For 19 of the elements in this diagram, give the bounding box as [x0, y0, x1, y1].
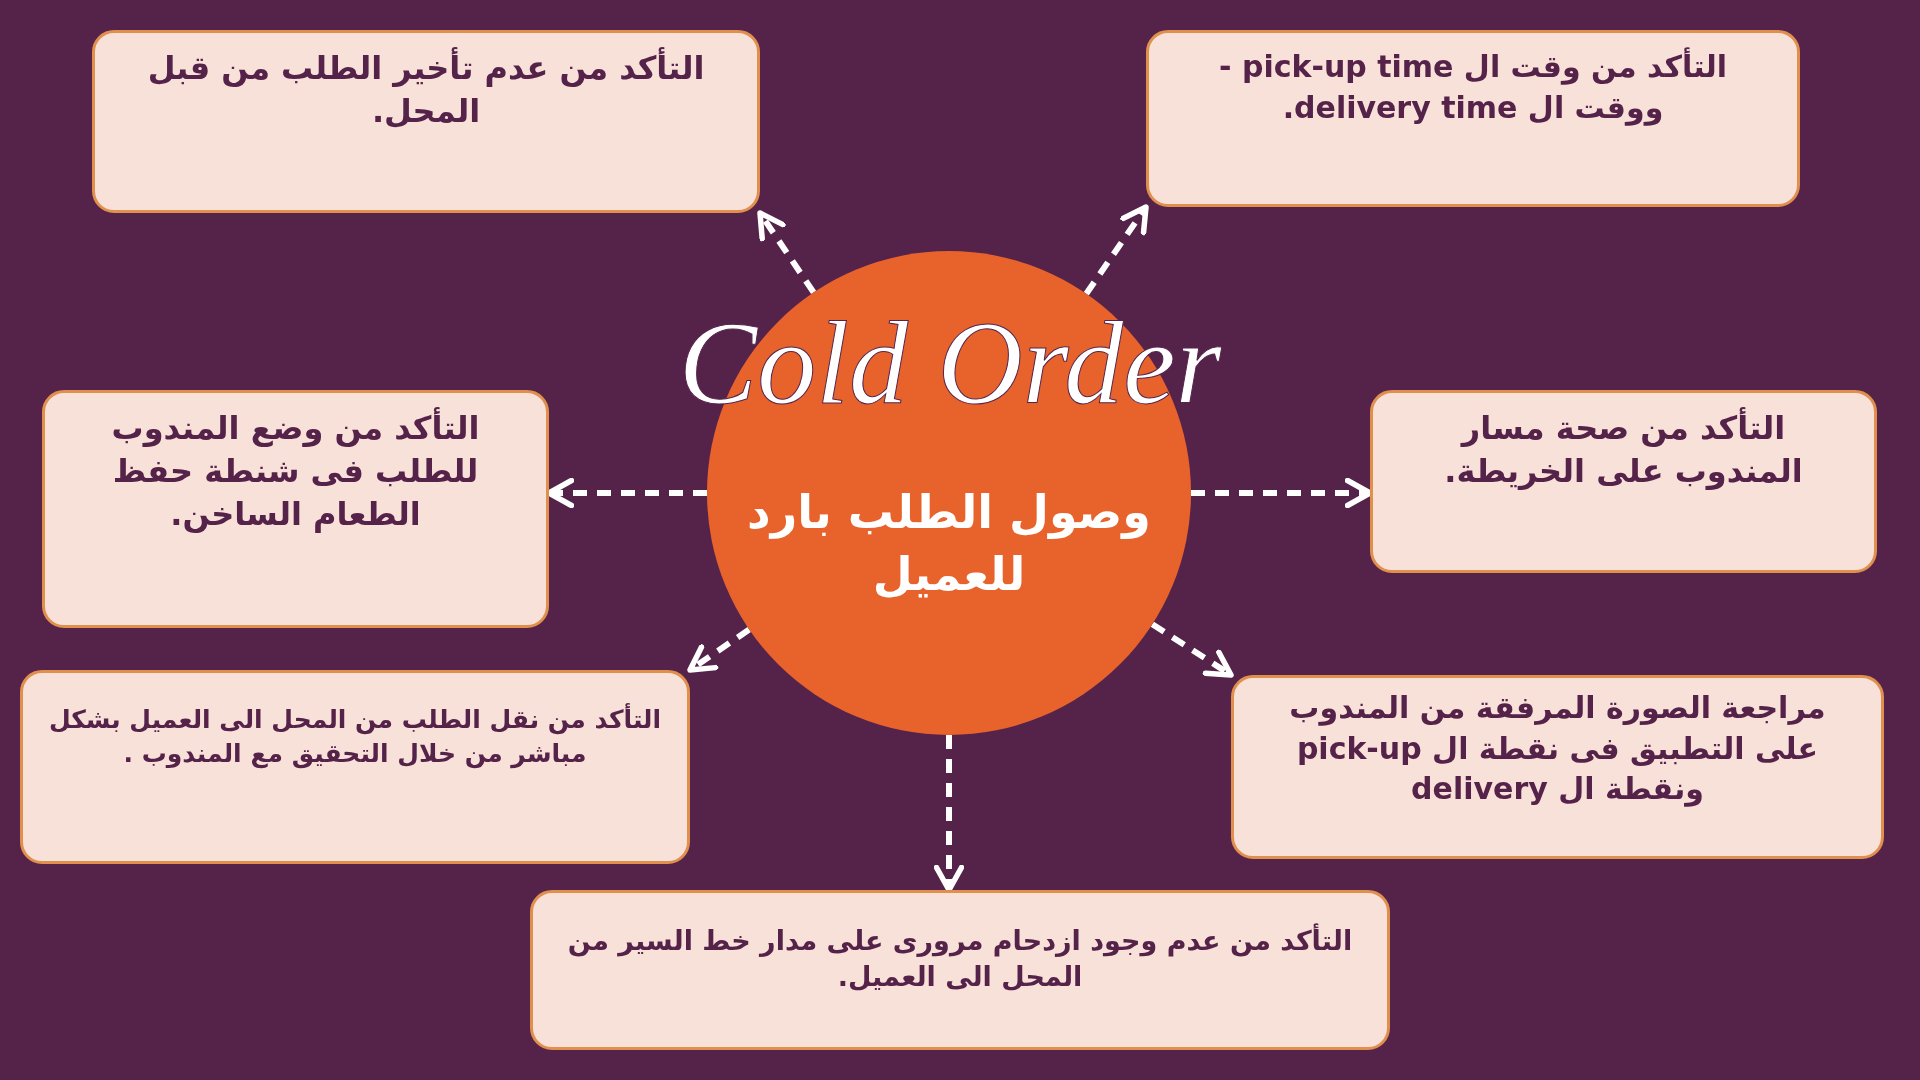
step-box: [1231, 675, 1884, 859]
step-box: [1146, 30, 1800, 207]
step-text: التأكد من عدم تأخير الطلب من قبل المحل.: [146, 47, 706, 133]
step-text: التأكد من صحة مسار المندوب على الخريطة.: [1443, 407, 1804, 493]
dashed-arrow: [687, 627, 751, 673]
step-text: التأكد من وضع المندوب للطلب فى شنطة حفظ الطعام الساخن.: [110, 407, 481, 536]
step-box: [42, 390, 549, 628]
dashed-arrow: [1150, 621, 1234, 678]
step-text: التأكد من نقل الطلب من المحل الى العميل بشكل مباشر من خلال التحقيق مع المندوب .: [47, 703, 663, 771]
center-label: وصول الطلب بارد للعميل: [746, 484, 1152, 604]
step-text: التأكد من عدم وجود ازدحام مرورى على مدار خط السير من المحل الى العميل.: [566, 923, 1354, 995]
step-box: [20, 670, 690, 864]
step-box: [1370, 390, 1877, 573]
dashed-arrow: [1083, 204, 1149, 296]
step-box: [92, 30, 760, 213]
step-box: [530, 890, 1390, 1050]
step-text: مراجعة الصورة المرفقة من المندوب على التطبيق فى نقطة ال pick-up ونقطة ال delivery: [1288, 689, 1827, 809]
step-text: التأكد من وقت ال pick-up time - ووقت ال delivery time.: [1218, 47, 1728, 128]
dashed-arrow: [757, 210, 817, 295]
